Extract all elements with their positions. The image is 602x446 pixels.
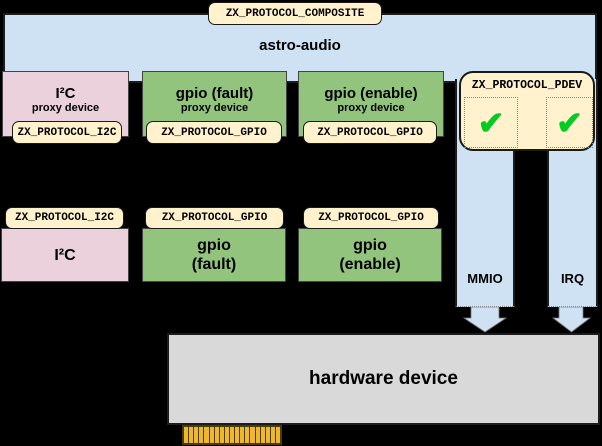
zx-protocol-pdev-box: ZX_PROTOCOL_PDEV ✔ ✔ xyxy=(459,71,595,151)
connector-pin xyxy=(240,427,245,443)
checkmark-icon: ✔ xyxy=(477,104,505,141)
connector-pin xyxy=(235,427,240,443)
zx-protocol-gpio-enable-driver-badge: ZX_PROTOCOL_GPIO xyxy=(303,207,439,229)
connector-pin xyxy=(270,427,275,443)
mmio-label: MMIO xyxy=(467,271,503,286)
connector-pin xyxy=(184,427,189,443)
gpio-enable-driver-title: gpio xyxy=(353,237,387,254)
zx-protocol-composite-badge: ZX_PROTOCOL_COMPOSITE xyxy=(208,2,382,25)
connector-pin xyxy=(209,427,214,443)
irq-label: IRQ xyxy=(560,271,585,286)
connector-pin xyxy=(219,427,224,443)
gpio-fault-driver-title-line2: (fault) xyxy=(191,256,237,273)
i2c-proxy-title: I²C xyxy=(55,85,76,102)
hardware-device-box: hardware device xyxy=(167,333,600,425)
zx-protocol-gpio-fault-proxy-badge: ZX_PROTOCOL_GPIO xyxy=(146,121,282,144)
zx-protocol-i2c-proxy-badge: ZX_PROTOCOL_I2C xyxy=(12,121,122,144)
zx-protocol-pdev-label: ZX_PROTOCOL_PDEV xyxy=(471,79,583,92)
astro-audio-label: astro-audio xyxy=(259,37,341,54)
connector-pin xyxy=(194,427,199,443)
pdev-irq-slot: ✔ xyxy=(546,97,593,148)
gpio-enable-driver-title-line2: (enable) xyxy=(339,256,401,273)
hardware-device-label: hardware device xyxy=(309,368,458,389)
gpio-fault-driver-box: gpio (fault) xyxy=(142,228,286,282)
gpio-fault-driver-title: gpio xyxy=(197,237,231,254)
gpio-enable-proxy-title: gpio (enable) xyxy=(324,85,418,102)
gpio-enable-driver-box: gpio (enable) xyxy=(298,228,442,282)
connector-pin xyxy=(229,427,235,443)
connector-pin xyxy=(260,427,265,443)
zx-protocol-i2c-driver-badge: ZX_PROTOCOL_I2C xyxy=(5,207,124,229)
zx-protocol-gpio-fault-driver-badge: ZX_PROTOCOL_GPIO xyxy=(145,207,284,229)
checkmark-icon: ✔ xyxy=(556,104,583,141)
connector-pin xyxy=(204,427,209,443)
connector-pin xyxy=(245,427,250,443)
zx-protocol-gpio-enable-proxy-badge: ZX_PROTOCOL_GPIO xyxy=(303,121,437,144)
i2c-driver-title: I²C xyxy=(54,246,76,264)
connector-pins xyxy=(182,425,282,445)
i2c-driver-box: I²C xyxy=(1,228,129,282)
connector-pin xyxy=(275,427,281,443)
gpio-fault-proxy-title: gpio (fault) xyxy=(175,85,254,102)
mmio-arrow-icon xyxy=(463,307,507,333)
i2c-proxy-subtitle: proxy device xyxy=(31,102,100,114)
connector-pin xyxy=(214,427,219,443)
connector-pin xyxy=(265,427,270,443)
pdev-mmio-slot: ✔ xyxy=(464,97,518,148)
gpio-fault-proxy-subtitle: proxy device xyxy=(180,102,249,114)
connector-pin xyxy=(189,427,194,443)
gpio-enable-proxy-subtitle: proxy device xyxy=(337,102,405,114)
irq-arrow-icon xyxy=(552,307,592,333)
connector-pin xyxy=(199,427,204,443)
connector-pin xyxy=(255,427,260,443)
connector-pin xyxy=(224,427,229,443)
connector-pin xyxy=(250,427,255,443)
